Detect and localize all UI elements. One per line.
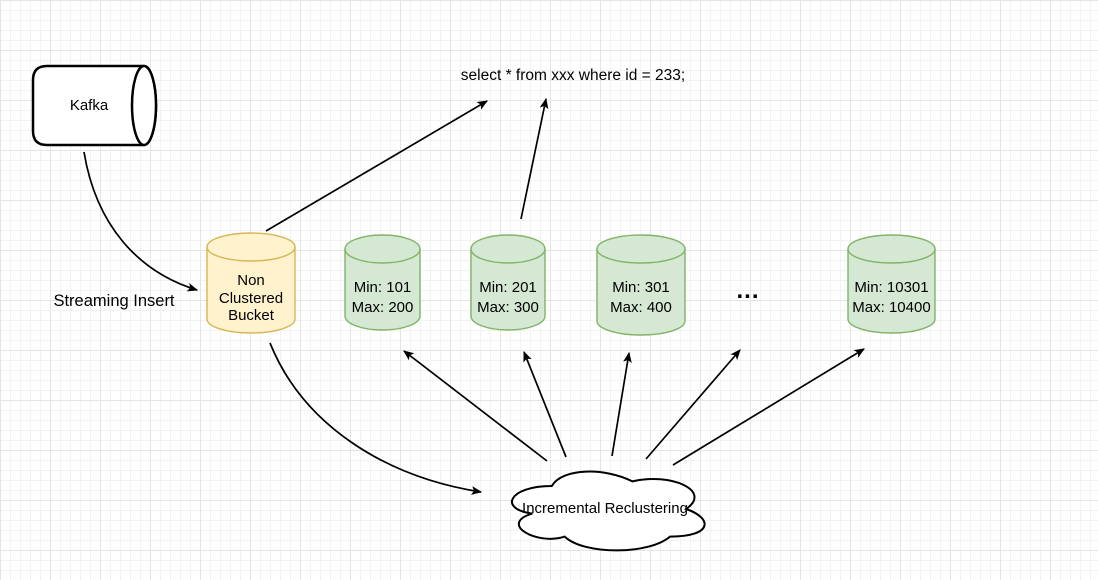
bucket-max-value: Max: 400 [610, 299, 672, 316]
clustered-bucket-label-4: Min: 10301 Max: 10400 [848, 278, 935, 318]
bucket-max-value: Max: 10400 [852, 299, 931, 316]
bucket-min-value: Min: 301 [612, 279, 670, 296]
recluster-edge-to-bucket-4 [672, 348, 865, 466]
recluster-edge-to-bucket-2 [523, 350, 567, 458]
recluster-edge-to-cloud [269, 342, 483, 495]
bucket-max-value: Max: 300 [477, 299, 539, 316]
clustered-bucket-label-3: Min: 301 Max: 400 [597, 278, 685, 318]
recluster-cloud-shape [511, 470, 706, 552]
clustered-bucket-label-1: Min: 101 Max: 200 [345, 278, 420, 318]
recluster-edge-to-bucket-1 [403, 350, 548, 462]
bucket-max-value: Max: 200 [351, 299, 414, 316]
clustered-bucket-shape-1 [344, 234, 421, 331]
recluster-edge-to-ellipsis [645, 349, 741, 460]
bucket-min-value: Min: 101 [353, 279, 412, 296]
non-clustered-bucket-label: Non Clustered Bucket [218, 272, 284, 324]
streaming-insert-edge [83, 151, 199, 292]
query-annotation: select * from xxx where id = 233; [460, 67, 686, 84]
non-clustered-bucket-shape [206, 232, 296, 334]
bucket-min-value: Min: 201 [479, 279, 537, 296]
bucket-min-value: Min: 10301 [854, 279, 929, 296]
recluster-cloud-label: Incremental Reclustering [522, 500, 688, 517]
kafka-label: Kafka [69, 97, 109, 114]
clustered-bucket-shape-4 [847, 234, 936, 334]
clustered-bucket-label-2: Min: 201 Max: 300 [471, 278, 545, 318]
query-edge-from-bucket-2 [520, 97, 549, 220]
query-edge-from-non-clustered-bucket [265, 100, 488, 232]
clustered-bucket-shape-2 [470, 234, 546, 331]
more-buckets-ellipsis: ... [736, 277, 760, 304]
recluster-edge-to-bucket-3 [611, 351, 632, 457]
streaming-insert-label: Streaming Insert [53, 292, 175, 310]
clustered-bucket-shape-3 [596, 234, 686, 336]
kafka-cylinder-shape [31, 64, 158, 147]
